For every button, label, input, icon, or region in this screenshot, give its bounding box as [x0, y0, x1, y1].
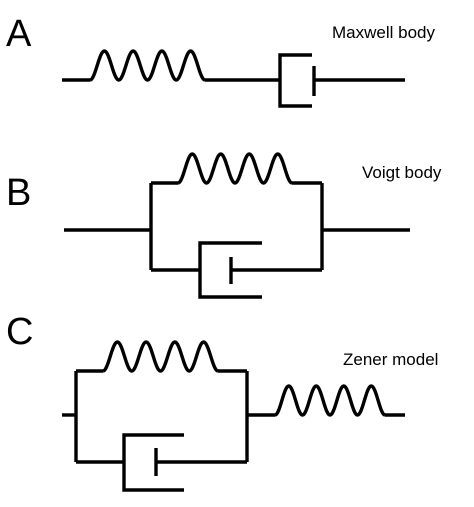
- panel-b-letter: B: [6, 172, 31, 214]
- dashpot-cylinder: [278, 53, 312, 108]
- panel-a-letter: A: [6, 13, 32, 55]
- panel-b-caption: Voigt body: [362, 163, 442, 182]
- dashpot-cylinder: [122, 433, 184, 492]
- spring-series: [274, 384, 386, 417]
- spring-parallel: [102, 340, 219, 373]
- panel-c-caption: Zener model: [343, 350, 438, 369]
- spring: [89, 49, 206, 82]
- voigt-circuit: [64, 152, 410, 299]
- maxwell-circuit: [62, 49, 405, 108]
- panel-c: C Zener model: [6, 311, 438, 492]
- panel-b: B Voigt body: [6, 152, 442, 299]
- panel-c-letter: C: [6, 311, 33, 353]
- dashpot-cylinder: [198, 241, 262, 299]
- panel-a: A Maxwell body: [6, 13, 435, 108]
- spring: [177, 152, 293, 185]
- panel-a-caption: Maxwell body: [332, 23, 435, 42]
- zener-circuit: [62, 340, 405, 492]
